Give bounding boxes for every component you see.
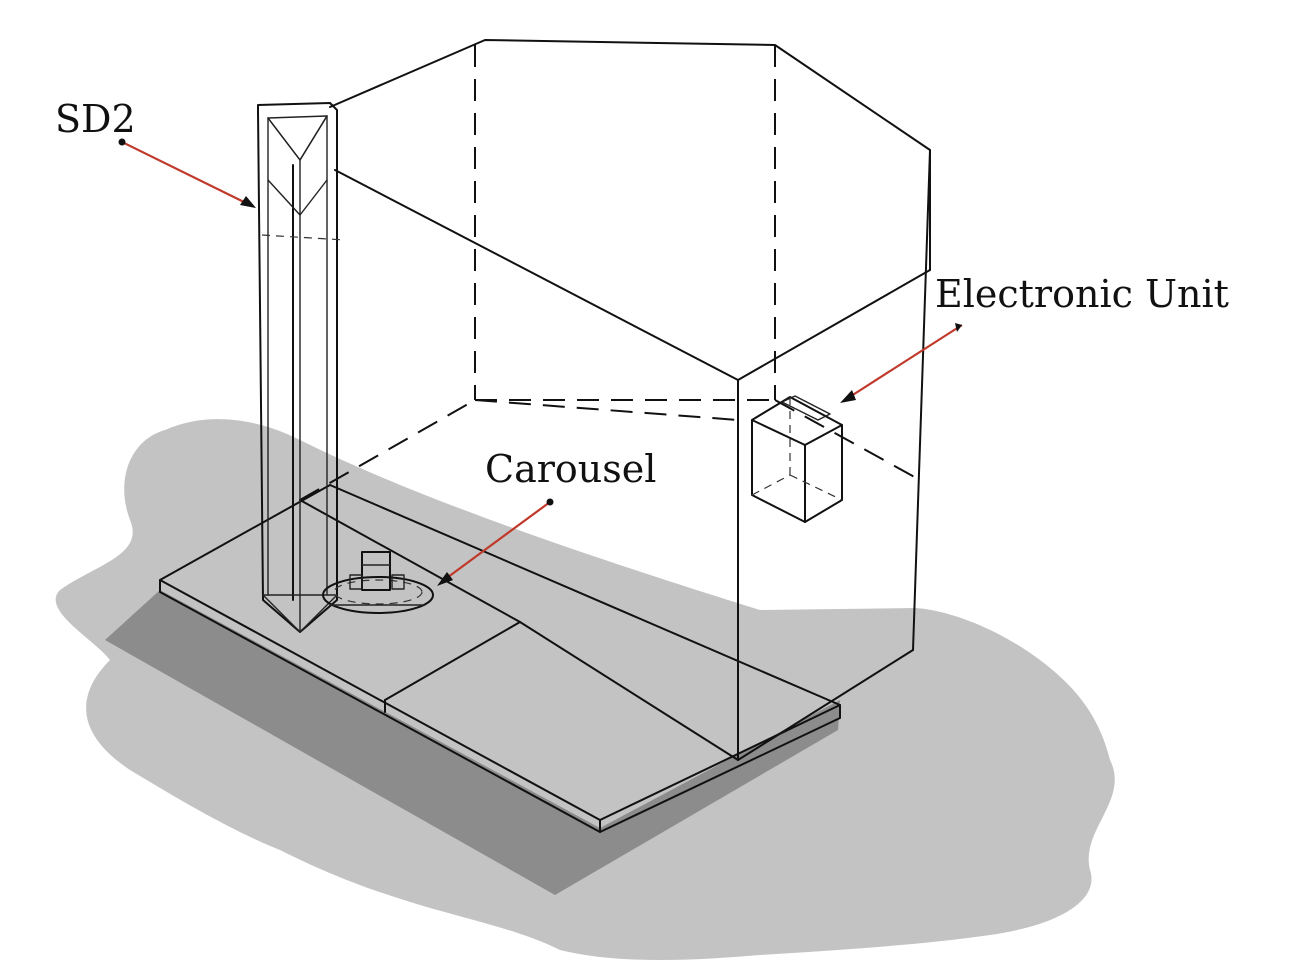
plate-grid-line-1	[384, 621, 521, 701]
hidden-edge-floor-right	[474, 399, 739, 421]
ground-shadow	[55, 419, 1115, 961]
housing-bottom-right	[737, 649, 914, 761]
electronic-unit-arrowhead	[840, 390, 856, 403]
sd2-label: SD2	[55, 97, 136, 141]
sd2-arrowhead	[240, 196, 256, 208]
base-plate-side-shadow	[105, 590, 840, 895]
sd2-leader-dot	[118, 138, 126, 146]
hidden-edge-bottom-right	[774, 399, 921, 481]
electronic-unit-leader-line	[847, 324, 963, 399]
electronic-unit-dot	[955, 323, 962, 332]
housing-front-bottom	[519, 621, 739, 761]
sd2-leader-line	[121, 141, 249, 205]
carousel-leader-dot	[546, 498, 554, 506]
electronic-unit-label: Electronic Unit	[935, 272, 1229, 316]
carousel-assembly	[322, 551, 434, 614]
carousel-leader-line	[443, 501, 551, 581]
carousel-arrowhead	[437, 572, 453, 586]
carousel-label: Carousel	[485, 447, 656, 491]
electronic-unit-box	[751, 395, 843, 523]
housing-top-front-edge	[334, 169, 739, 381]
sd2-detector-column	[257, 102, 346, 633]
housing-top-right-edge	[737, 269, 931, 381]
